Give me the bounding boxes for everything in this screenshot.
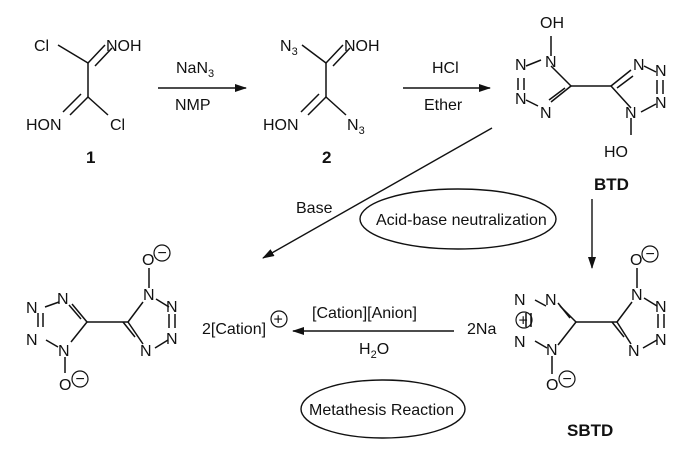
sodium-counterion: 2Na [467, 321, 496, 338]
n7: N [655, 95, 667, 112]
acid-base-note: Acid-base neutralization [359, 188, 557, 250]
n7: N [166, 331, 178, 348]
btd-label: BTD [594, 175, 629, 194]
n3: N [515, 91, 527, 108]
reagent-hcl: HCl [432, 60, 459, 77]
n1: N [57, 291, 69, 308]
n6: N [655, 299, 667, 316]
oxide-bottom: O [59, 377, 71, 394]
hydroxyl-bottom: HO [604, 144, 628, 161]
n5: N [633, 57, 645, 74]
step-base: Base [262, 127, 493, 259]
n6: N [655, 63, 667, 80]
n1: N [545, 54, 557, 71]
n8: N [140, 343, 152, 360]
n4: N [546, 342, 558, 359]
n5: N [143, 287, 155, 304]
minus-top: − [646, 246, 655, 263]
btd-molecule: OH N N N N N N N N HO BTD [515, 15, 667, 194]
reagent-nan3: NaN3 [176, 60, 214, 80]
oxime-bottom: HON [26, 117, 62, 134]
sbtd-molecule: 2Na + N N N N N N N N O − O − [467, 245, 667, 440]
step-4: [Cation][Anion] H2O [292, 305, 454, 361]
hydroxyl-top: OH [540, 15, 564, 32]
reagent-nmp: NMP [175, 97, 211, 114]
reagent-water: H2O [359, 341, 389, 361]
reagent-ether: Ether [424, 97, 463, 114]
n2: N [26, 300, 38, 317]
n3: N [514, 334, 526, 351]
azide-bottom: N3 [347, 117, 365, 137]
metathesis-label: Metathesis Reaction [309, 402, 454, 419]
n4: N [58, 343, 70, 360]
n3: N [26, 332, 38, 349]
compound-2-label: 2 [322, 148, 331, 167]
acid-base-label: Acid-base neutralization [376, 212, 547, 229]
minus-bottom: − [563, 371, 572, 388]
sbtd-label: SBTD [567, 421, 613, 440]
compound-2: N3 NOH HON N3 2 [263, 38, 380, 167]
n2: N [515, 57, 527, 74]
n7: N [655, 332, 667, 349]
compound-1: Cl NOH HON Cl 1 [26, 38, 142, 167]
n4: N [540, 105, 552, 122]
n1: N [545, 292, 557, 309]
minus-top: − [158, 245, 167, 262]
n2: N [514, 292, 526, 309]
oxide-top: O [142, 252, 154, 269]
oxime-bottom: HON [263, 117, 299, 134]
step-1: NaN3 NMP [158, 60, 247, 114]
chlorine-bottom: Cl [110, 117, 125, 134]
n5: N [631, 287, 643, 304]
oxime-top: NOH [344, 38, 380, 55]
n6: N [166, 299, 178, 316]
chlorine-top: Cl [34, 38, 49, 55]
oxide-top: O [630, 252, 642, 269]
product-molecule: 2[Cation] + N N N N N N N N O − O [26, 244, 288, 394]
metathesis-note: Metathesis Reaction [300, 379, 466, 439]
plus-sodium: + [519, 313, 528, 330]
plus-cation: + [274, 312, 283, 329]
oxide-bottom: O [546, 377, 558, 394]
step-2: HCl Ether [403, 60, 491, 114]
minus-bottom: − [76, 371, 85, 388]
n8: N [625, 105, 637, 122]
oxime-top: NOH [106, 38, 142, 55]
compound-1-label: 1 [86, 148, 95, 167]
azide-top: N3 [280, 38, 298, 58]
cation-counterion: 2[Cation] [202, 321, 266, 338]
n8: N [628, 343, 640, 360]
reagent-cation-anion: [Cation][Anion] [312, 305, 417, 322]
reagent-base: Base [296, 200, 333, 217]
